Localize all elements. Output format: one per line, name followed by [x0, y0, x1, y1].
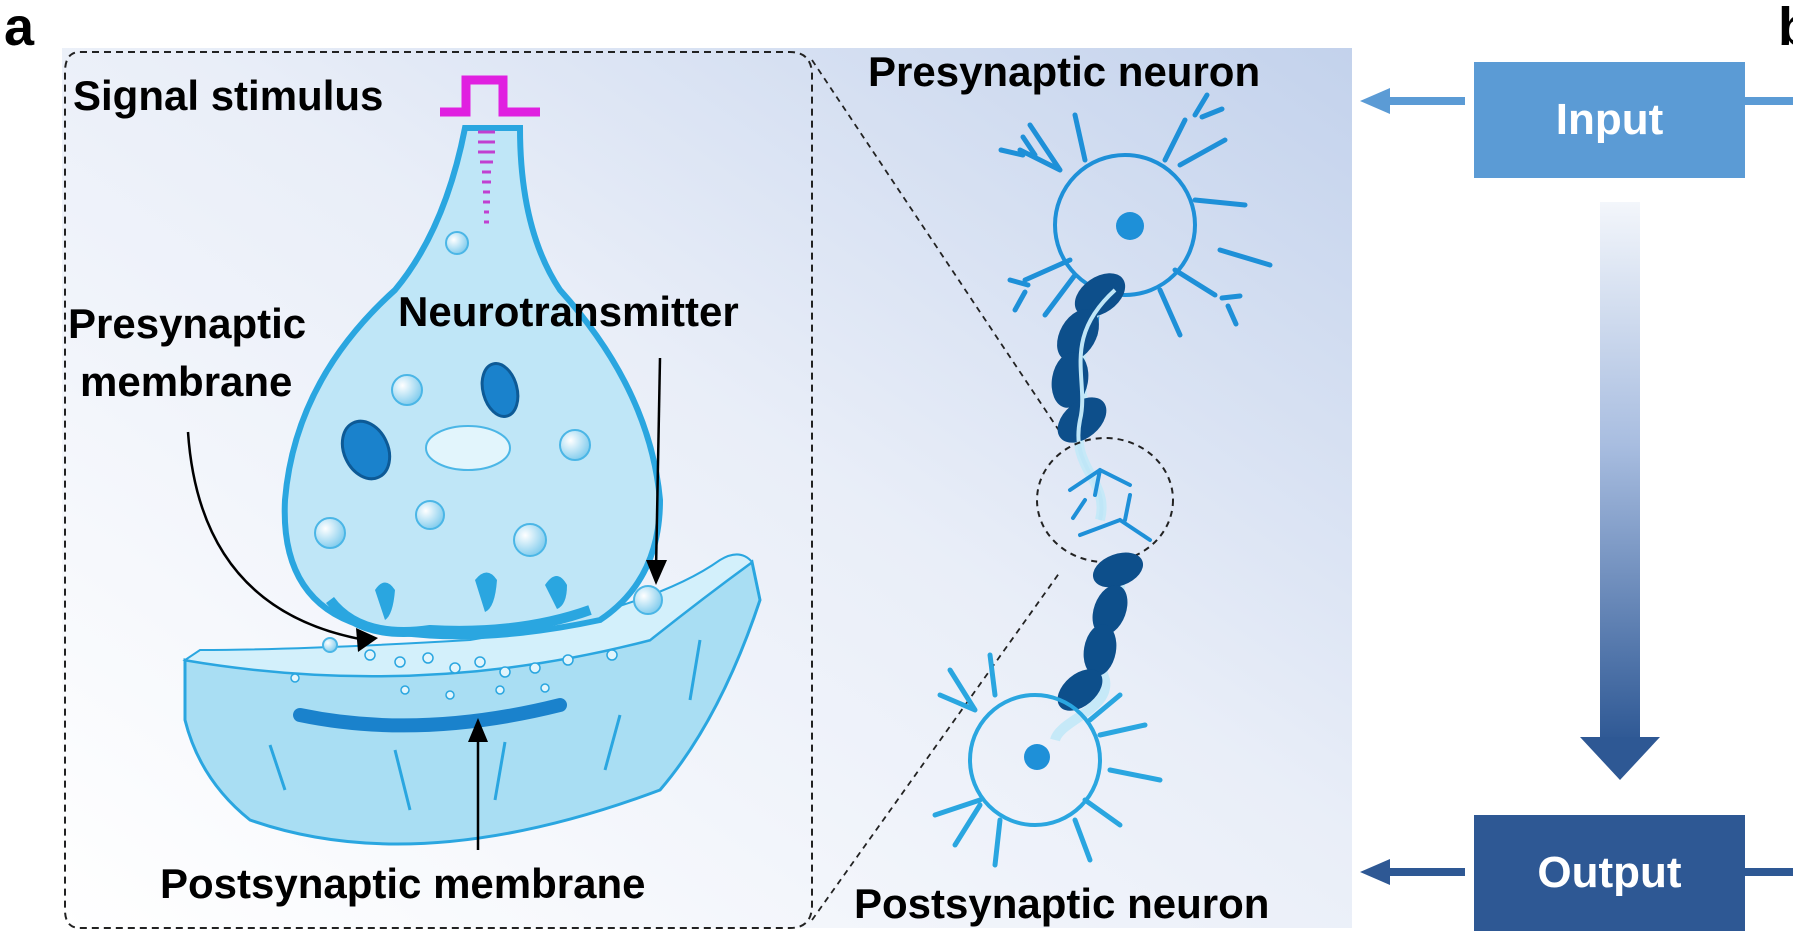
postsynaptic-membrane-label: Postsynaptic membrane — [160, 860, 646, 907]
presynaptic-membrane-label-line2: membrane — [80, 358, 293, 405]
stimulus-pulse — [440, 75, 540, 117]
postsynaptic-neuron-label: Postsynaptic neuron — [854, 880, 1270, 927]
stimulus-ticks — [478, 130, 495, 224]
signal-stimulus-label: Signal stimulus — [73, 72, 384, 119]
nucleus-oval — [425, 425, 511, 471]
output-box: Output — [1474, 815, 1745, 931]
presynaptic-terminal — [281, 125, 664, 640]
vesicles — [314, 231, 663, 653]
annotation-arrows — [186, 357, 662, 850]
zoom-line-top — [811, 59, 1061, 433]
presynaptic-neuron-label: Presynaptic neuron — [868, 48, 1261, 95]
mitochondrion — [340, 419, 392, 481]
panel-label-b: b — [1778, 0, 1793, 58]
presynaptic-membrane-label-line1: Presynaptic — [68, 300, 307, 347]
postsynaptic-block — [182, 553, 762, 846]
neurotransmitter-label: Neurotransmitter — [398, 288, 739, 335]
mitochondrion — [480, 362, 520, 418]
flow-arrows — [1360, 88, 1793, 885]
zoom-line-bottom — [811, 571, 1061, 921]
panel-label-a: a — [4, 0, 35, 57]
arrowheads — [356, 560, 667, 742]
neuron-chain — [932, 92, 1273, 868]
released-neurotransmitters — [290, 649, 618, 700]
input-box: Input — [1474, 62, 1745, 178]
zoom-frame — [64, 51, 813, 929]
